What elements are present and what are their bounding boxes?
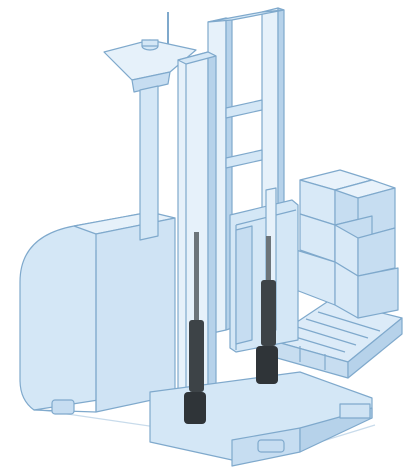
front-legs — [149, 371, 373, 467]
fork-carriage — [229, 187, 299, 353]
left-actuator — [184, 232, 206, 424]
steering-column — [103, 12, 197, 241]
right-actuator — [256, 236, 278, 384]
front-mast — [177, 51, 217, 403]
carton-stack — [295, 169, 399, 319]
chassis-body — [19, 211, 176, 415]
